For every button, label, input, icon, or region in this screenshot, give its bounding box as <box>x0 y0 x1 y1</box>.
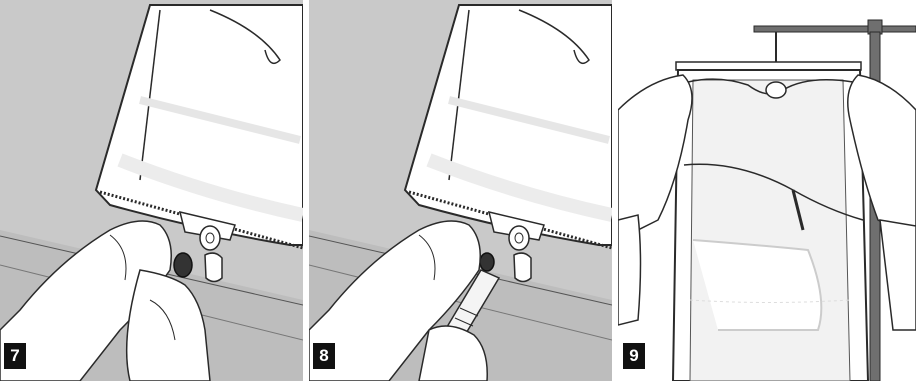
step-8-illustration <box>309 0 612 381</box>
step-panel-7: 7 <box>0 0 303 381</box>
step-number-badge: 7 <box>4 343 26 369</box>
step-number-badge: 8 <box>313 343 335 369</box>
step-9-illustration <box>618 0 916 381</box>
step-panel-9: 9 <box>618 0 916 381</box>
step-number-badge: 9 <box>623 343 645 369</box>
step-7-illustration <box>0 0 303 381</box>
step-panel-8: 8 <box>309 0 612 381</box>
bag-shape <box>673 62 868 381</box>
